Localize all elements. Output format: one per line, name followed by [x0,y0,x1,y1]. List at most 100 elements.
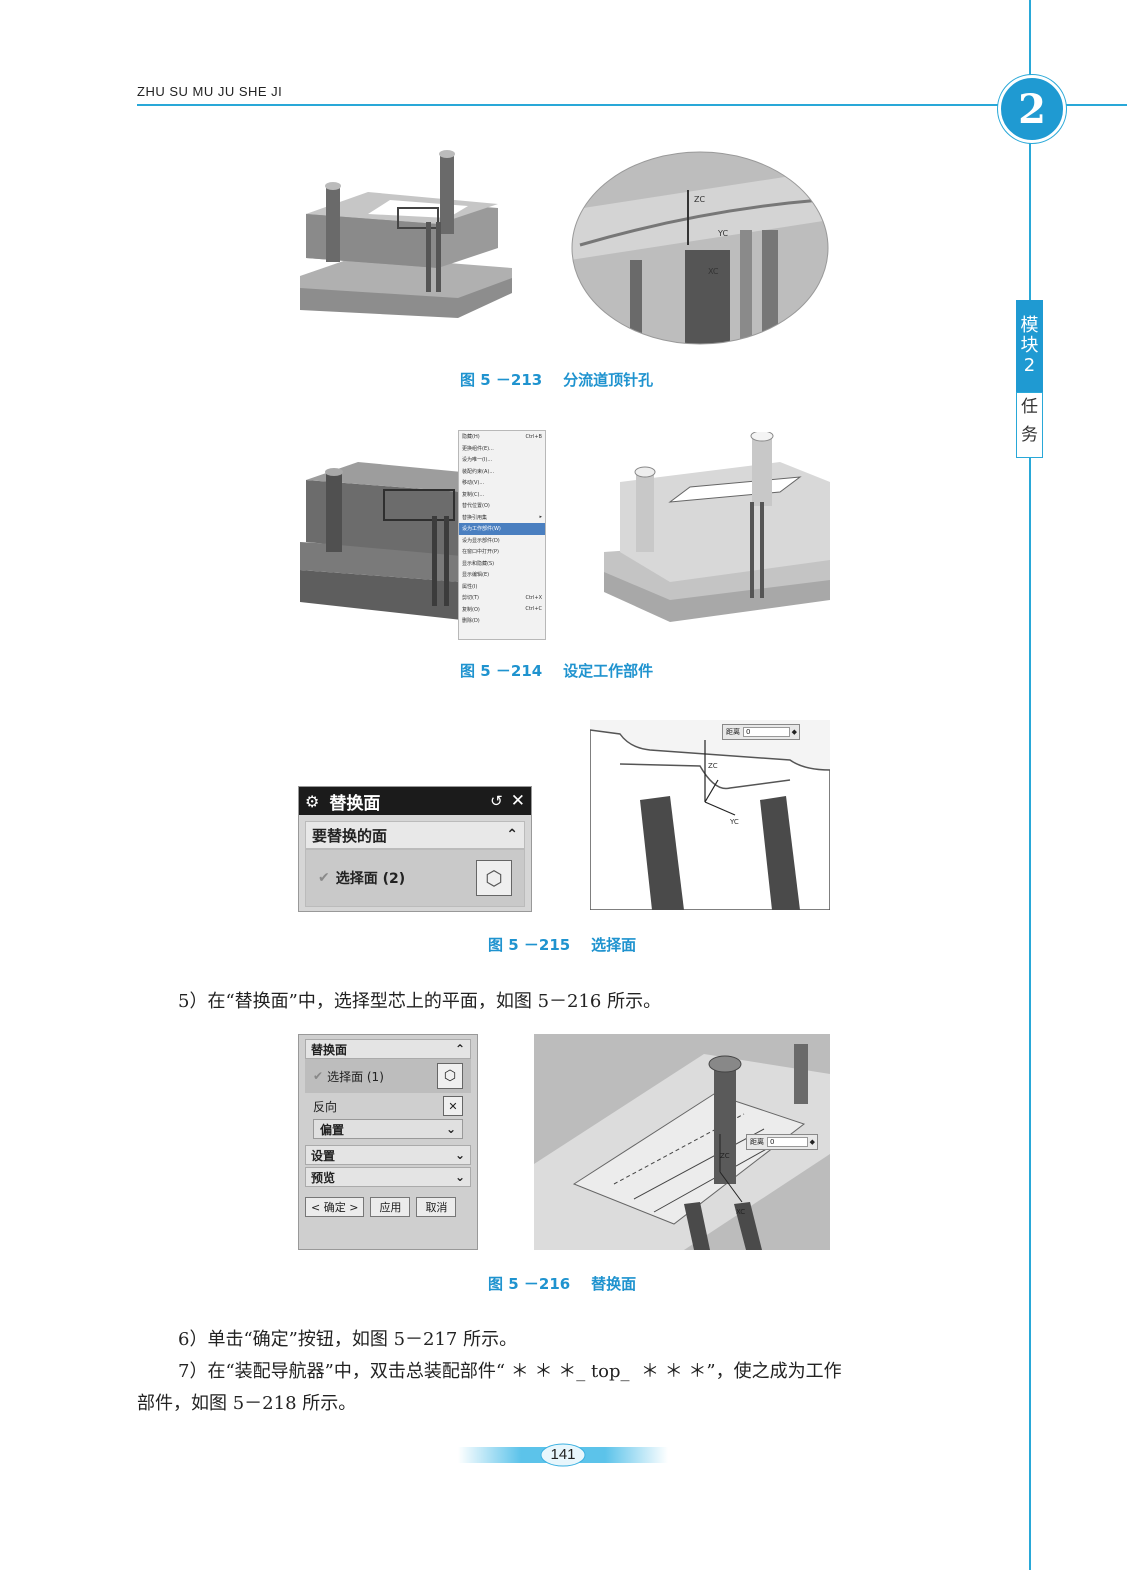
menu-item-label: 替换引用集 [462,514,488,521]
menu-item-label: 移动(V)... [462,480,485,487]
fig215-model-image: ZC YC 距离 0 ◆ [590,720,830,910]
fig213-mold-image [298,148,516,344]
chevron-down-icon[interactable]: ⌄ [454,1170,465,1184]
fig215-dialog: ⚙ 替换面 ↺ ✕ 要替换的面 ⌃ ✔ 选择面 (2) ⬡ [298,786,532,912]
reverse-label: 反向 [313,1099,338,1114]
menu-item[interactable]: 更换组件(E)... [459,443,545,455]
fig216-dialog: 替换面 ⌃ ✔ 选择面 (1) ⬡ 反向 ✕ 偏置 ⌄ 设置 ⌄ 预览 ⌄ < … [298,1034,478,1250]
module-char: 模 [1020,315,1039,336]
menu-item[interactable]: 剪切(T)Ctrl+X [459,592,545,604]
menu-item[interactable]: 复制(C)... [459,489,545,501]
menu-item-label: 在窗口中打开(P) [462,549,499,556]
figure-caption: 图 5 －216 替换面 [488,1275,637,1293]
module-tab: 模 块 2 [1016,300,1043,392]
distance-label: 距离 [726,728,740,736]
context-menu: 隐藏(H) Ctrl+B 更换组件(E)... 设为唯一(I)... 装配约束(A)..… [458,430,546,640]
distance-field[interactable]: 距离 0 ◆ [722,724,800,740]
menu-item[interactable]: 移动(V)... [459,477,545,489]
paragraph-step5: 5）在“替换面”中，选择型芯上的平面，如图 5－216 所示。 [178,991,662,1012]
section-header[interactable]: 要替换的面 ⌃ [305,821,525,849]
reset-icon[interactable]: ↺ [490,792,503,810]
ok-button[interactable]: < 确定 > [305,1197,365,1217]
distance-value[interactable]: 0 [743,727,790,737]
menu-item[interactable]: 隐藏(H) Ctrl+B [459,431,545,443]
menu-item[interactable]: 显示和隐藏(S) [459,558,545,570]
paragraph-step7-line1: 7）在“装配导航器”中，双击总装配部件“ ＊ ＊ ＊_ top_ ＊ ＊ ＊”，… [178,1361,842,1382]
menu-item-label: 显示编辑(E) [462,572,490,579]
gear-icon[interactable]: ⚙ [305,791,320,811]
offset-label: 偏置 [320,1122,345,1137]
button-row: < 确定 > 应用 取消 [305,1197,471,1217]
close-icon[interactable]: ✕ [510,791,525,811]
select-face-row[interactable]: ✔ 选择面 (1) ⬡ [305,1059,471,1093]
menu-item[interactable]: 装配约束(A)... [459,466,545,478]
section-label: 要替换的面 [312,826,388,845]
select-face-label: 选择面 (2) [335,871,406,887]
axis-yc-label: YC [729,818,739,826]
select-face-row[interactable]: ✔ 选择面 (2) ⬡ [305,849,525,907]
axis-zc-label: ZC [694,195,705,204]
select-face-label: 选择面 (1) [327,1069,384,1084]
margin-rule [1029,0,1031,1570]
offset-dropdown[interactable]: 偏置 ⌄ [313,1119,463,1139]
task-char: 务 [1021,425,1038,445]
menu-item[interactable]: 设为唯一(I)... [459,454,545,466]
settings-label: 设置 [311,1148,336,1163]
distance-field[interactable]: 距离 0 ◆ [746,1134,818,1150]
menu-item[interactable]: 替代位置(O) [459,500,545,512]
fig214-mold-image [298,432,462,636]
menu-item[interactable]: 显示编辑(E) [459,569,545,581]
menu-item[interactable]: 设为工作部件(W) [459,523,545,535]
cancel-button[interactable]: 取消 [416,1197,457,1217]
distance-value[interactable]: 0 [767,1137,808,1147]
menu-item-shortcut: Ctrl+C [525,606,542,613]
menu-item-label: 显示和隐藏(S) [462,560,495,567]
page-number: 141 [550,1446,576,1463]
menu-item-label: 更换组件(E)... [462,445,494,452]
menu-item-label: 删除(D) [462,618,480,625]
cube-icon[interactable]: ⬡ [476,860,512,896]
header-rule [137,104,1127,106]
menu-item[interactable]: 复制(O)Ctrl+C [459,604,545,616]
spinner-icon[interactable]: ◆ [809,1138,815,1146]
fig216-model-image: ZC XC 距离 0 ◆ [534,1034,830,1250]
menu-item-shortcut: ▸ [539,514,542,521]
menu-item[interactable]: 在窗口中打开(P) [459,546,545,558]
page-number-ornament: 141 [458,1443,668,1467]
check-icon: ✔ [313,1069,324,1083]
figure-caption: 图 5 －214 设定工作部件 [460,662,654,680]
menu-item[interactable]: 删除(D) [459,615,545,627]
dialog-titlebar: ⚙ 替换面 ↺ ✕ [299,787,531,815]
preview-label: 预览 [311,1170,336,1185]
figure-caption: 图 5 －215 选择面 [488,936,637,954]
fig214-mold-image-light [600,432,830,636]
apply-button[interactable]: 应用 [370,1197,411,1217]
menu-item[interactable]: 属性(I) [459,581,545,593]
reverse-direction-icon[interactable]: ✕ [443,1096,463,1116]
menu-item-shortcut: Ctrl+X [525,594,542,601]
menu-item-label: 设为唯一(I)... [462,457,493,464]
axis-yc-label: YC [717,229,728,238]
module-char: 块 [1020,335,1039,356]
paragraph-step7-line2: 部件，如图 5－218 所示。 [137,1393,357,1414]
menu-item-shortcut: Ctrl+B [525,433,542,440]
fig213-detail-image: ZC YC XC [570,150,830,346]
spinner-icon[interactable]: ◆ [791,728,797,736]
menu-item-label: 隐藏(H) [462,434,480,441]
menu-item[interactable]: 替换引用集 ▸ [459,512,545,524]
cube-icon[interactable]: ⬡ [437,1063,463,1089]
distance-label: 距离 [750,1138,764,1146]
chevron-up-icon[interactable]: ⌃ [454,1042,465,1056]
preview-section[interactable]: 预览 ⌄ [305,1167,471,1187]
dialog-title: 替换面 [311,1042,348,1057]
settings-section[interactable]: 设置 ⌄ [305,1145,471,1165]
chevron-down-icon[interactable]: ⌄ [445,1122,456,1136]
menu-item[interactable]: 设为显示部件(D) [459,535,545,547]
module-char: 2 [1023,355,1036,376]
dialog-section-header[interactable]: 替换面 ⌃ [305,1039,471,1059]
task-char: 任 [1021,397,1038,417]
dialog-title: 替换面 [329,793,381,814]
chevron-up-icon[interactable]: ⌃ [506,827,518,843]
chevron-down-icon[interactable]: ⌄ [454,1148,465,1162]
menu-item-label: 设为显示部件(D) [462,537,500,544]
